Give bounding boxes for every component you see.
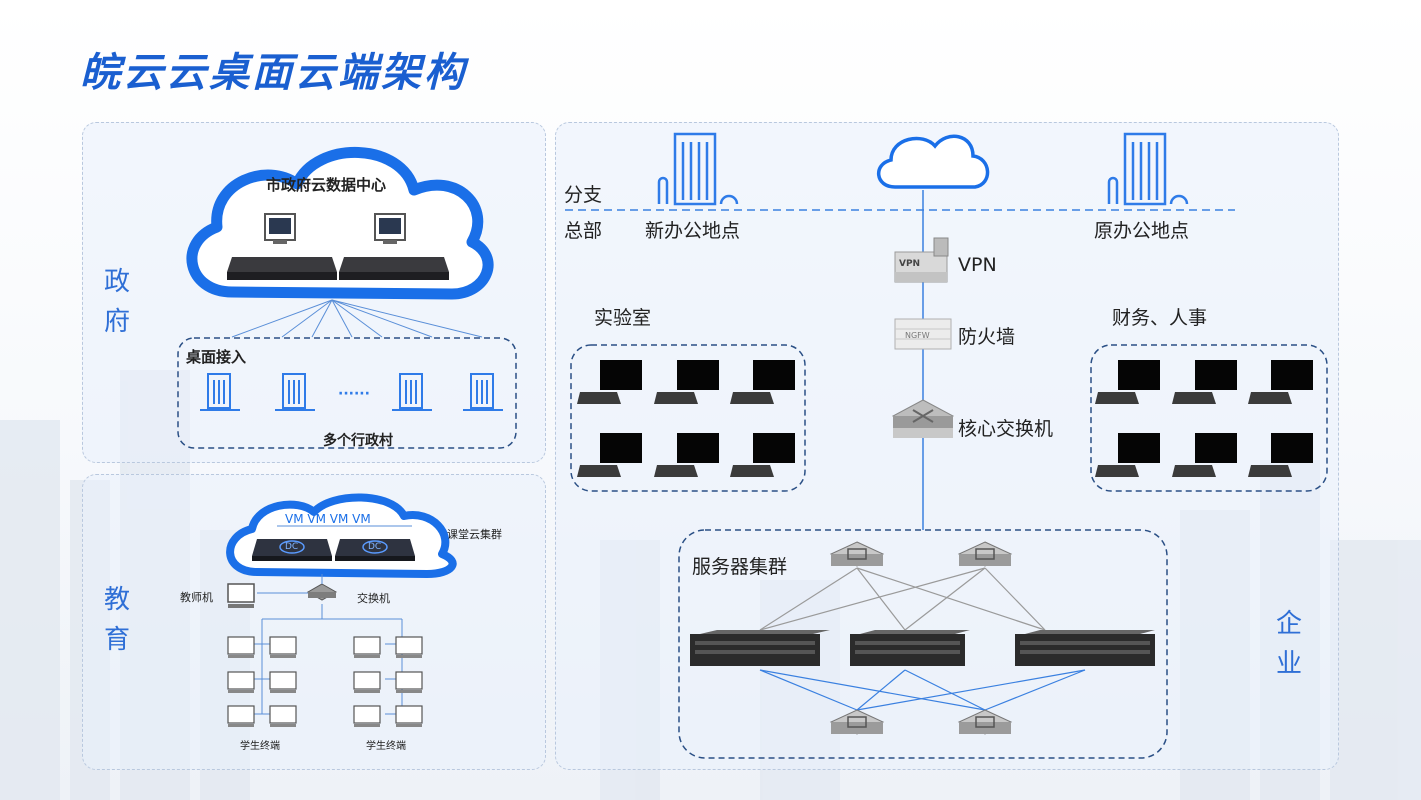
monitor-icon [264,213,296,244]
edu-diagram [226,493,457,727]
new-office-label: 新办公地点 [645,220,741,242]
edu-switch-label: 交换机 [357,592,390,605]
thin-client-icon [1095,360,1160,404]
thin-client-icon [654,360,719,404]
cluster-switch-icon [829,709,885,735]
student-terminal-icon [395,671,423,690]
vpn-device-tag: VPN [899,259,920,269]
building-icon [392,373,432,411]
thin-client-icon [730,360,795,404]
dc-server-icon [335,539,415,561]
finance-box [1090,344,1328,492]
rack-server-icon [850,630,970,666]
cluster-switch-icon [957,709,1013,735]
student-terminal-icon [227,636,255,655]
new-office-building-icon [657,132,739,206]
ent-side-char-2: 业 [1275,649,1302,679]
classroom-cluster-label: 课堂云集群 [447,528,502,541]
gov-dots: ······ [338,386,370,402]
page-title: 皖云云桌面云端架构 [80,50,467,96]
rack-server-icon [690,630,830,666]
edu-side-label: 教 育 [102,580,132,660]
student-terminal-icon [353,705,381,724]
finance-label: 财务、人事 [1112,307,1208,329]
thin-client-icon [1248,433,1313,477]
teacher-pc-label: 教师机 [180,591,213,604]
student-terminal-icon [227,671,255,690]
student-terminal-icon [395,636,423,655]
villages-label: 多个行政村 [323,433,393,449]
student-terminal-icon [353,636,381,655]
student-terminal-icon [227,705,255,724]
branch-label: 分支 [564,184,603,206]
student-terminal-icon [353,671,381,690]
student-terminal-icon [269,705,297,724]
dc-server-icon [252,539,332,561]
internet-cloud-icon [877,134,990,189]
old-office-building-icon [1107,132,1189,206]
rack-server-icon [1015,630,1155,666]
thin-client-icon [1248,360,1313,404]
gov-side-label: 政 府 [102,262,132,342]
dc-label-right: DC [368,542,382,552]
edu-switch-icon [306,583,338,601]
building-icon [463,373,503,411]
thin-client-icon [577,433,642,477]
firewall-tag: NGFW [905,331,930,340]
student-terminal-icon [395,705,423,724]
student-terminal-icon [269,671,297,690]
building-icon [200,373,240,411]
classroom-cloud-shape [226,493,457,578]
thin-client-icon [1172,360,1237,404]
ent-diagram: VPN NGFW [565,132,1328,759]
gov-side-char-2: 府 [103,307,130,337]
students-right-label: 学生终端 [366,741,406,752]
vpn-label: VPN [958,254,997,276]
edu-side-char-1: 教 [103,585,130,615]
ent-side-char-1: 企 [1275,609,1302,639]
ent-side-label: 企 业 [1274,604,1304,684]
gov-side-char-1: 政 [103,267,130,297]
cluster-switch-icon [957,541,1013,567]
firewall-label: 防火墙 [958,326,1016,348]
gov-cloud-title: 市政府云数据中心 [266,176,387,194]
finance-terminals [1095,360,1313,477]
server-box-icon [227,257,337,280]
server-box-icon [339,257,449,280]
gov-diagram [177,147,517,449]
lab-box [570,344,806,492]
core-switch-label: 核心交换机 [958,418,1054,440]
desktop-access-title: 桌面接入 [186,348,247,366]
firewall-icon: NGFW [894,318,952,350]
thin-client-icon [1095,433,1160,477]
vpn-device-icon: VPN [894,237,949,283]
thin-client-icon [1172,433,1237,477]
lab-label: 实验室 [594,307,652,329]
edu-side-char-2: 育 [103,625,130,655]
desktop-access-box [177,337,517,449]
server-cluster-label: 服务器集群 [692,556,788,578]
lab-terminals [577,360,795,477]
teacher-pc-icon [227,583,255,608]
old-office-label: 原办公地点 [1094,220,1190,242]
server-cluster-box [678,529,1168,759]
core-switch-icon [891,399,955,438]
thin-client-icon [577,360,642,404]
monitor-icon [374,213,406,244]
dc-label-left: DC [285,542,299,552]
building-icon [275,373,315,411]
cluster-switch-icon [829,541,885,567]
thin-client-icon [654,433,719,477]
vm-row-label: VM VM VM VM [285,512,371,526]
students-left-label: 学生终端 [240,741,280,752]
hq-label: 总部 [564,220,603,242]
student-terminal-icon [269,636,297,655]
thin-client-icon [730,433,795,477]
